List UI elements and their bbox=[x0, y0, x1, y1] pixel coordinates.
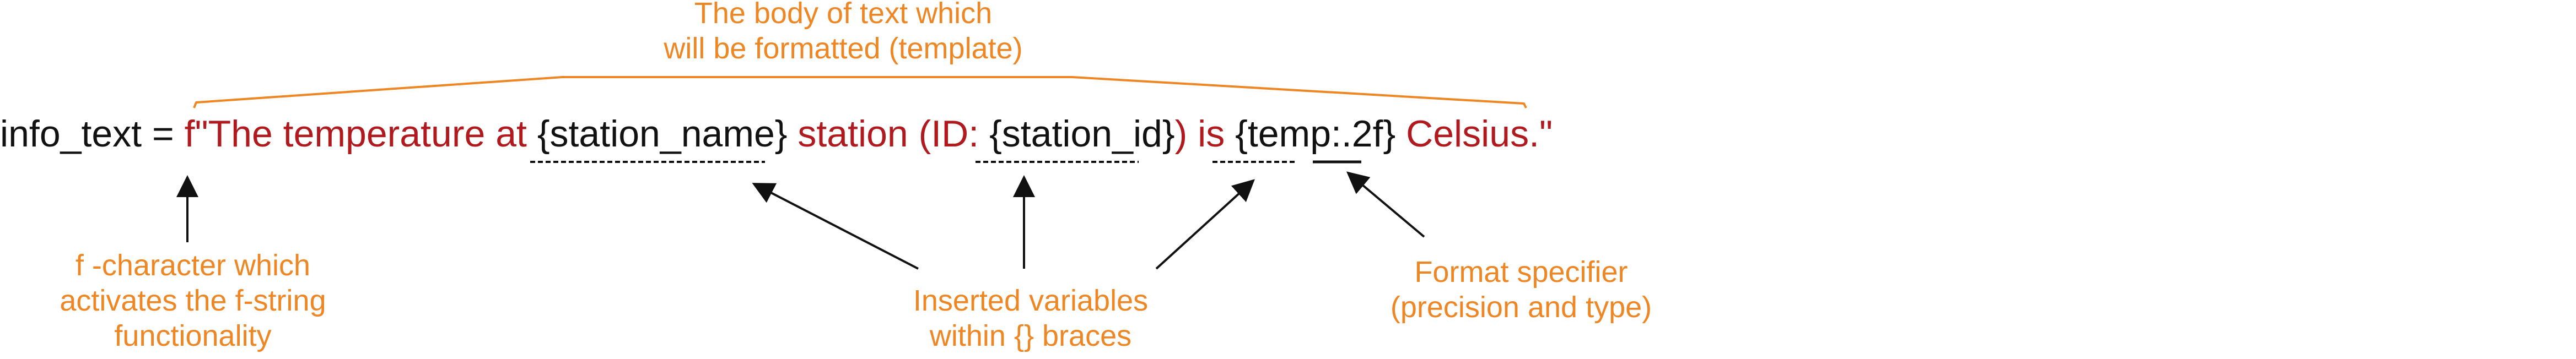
format-specifier-arrow bbox=[1346, 171, 1425, 238]
inserted-variables-annotation: Inserted variables within {} braces bbox=[827, 283, 1235, 353]
template-annotation: The body of text which will be formatted… bbox=[573, 0, 1113, 66]
inserted-variables-annotation-line-1: Inserted variables bbox=[913, 284, 1149, 317]
format-specifier-annotation: Format specifier (precision and type) bbox=[1312, 254, 1731, 325]
code-prefix: info_text = bbox=[0, 113, 185, 155]
template-brace bbox=[193, 76, 1527, 108]
template-annotation-line-1: The body of text which bbox=[694, 0, 993, 30]
f-character: f bbox=[184, 113, 195, 155]
format-specifier-annotation-line-2: (precision and type) bbox=[1390, 291, 1652, 324]
inserted-variables-annotation-line-2: within {} braces bbox=[929, 319, 1132, 352]
template-text-is: ) is bbox=[1174, 113, 1236, 155]
format-specifier-annotation-line-1: Format specifier bbox=[1414, 255, 1628, 289]
f-character-annotation-line-2: activates the f-string bbox=[60, 284, 326, 317]
format-specifier: :.2f} bbox=[1331, 113, 1396, 155]
station-id-variable: {station_id} bbox=[989, 113, 1175, 155]
template-text-end: Celsius." bbox=[1395, 113, 1553, 155]
f-character-annotation-line-1: f -character which bbox=[75, 249, 311, 282]
f-character-annotation: f -character which activates the f-strin… bbox=[0, 248, 386, 353]
template-text-start: "The temperature at bbox=[195, 113, 537, 155]
station-name-arrow bbox=[752, 183, 919, 270]
station-name-variable: {station_name} bbox=[537, 113, 788, 155]
template-annotation-line-2: will be formatted (template) bbox=[664, 32, 1023, 65]
code-line: info_text = f"The temperature at {statio… bbox=[0, 112, 1553, 156]
temp-arrow bbox=[1155, 179, 1255, 270]
f-character-annotation-line-3: functionality bbox=[114, 319, 272, 352]
template-text-station: station (ID: bbox=[787, 113, 990, 155]
temp-variable: {temp bbox=[1235, 113, 1332, 155]
